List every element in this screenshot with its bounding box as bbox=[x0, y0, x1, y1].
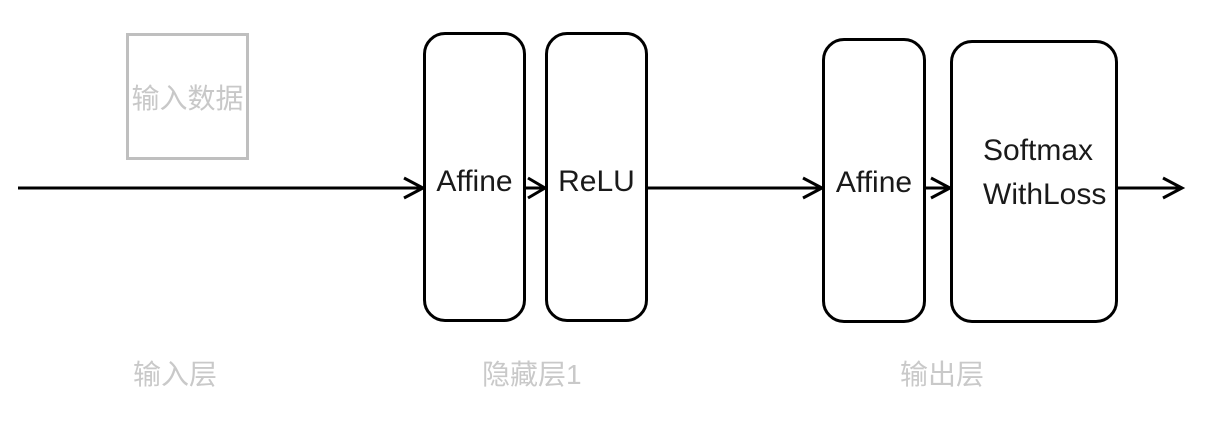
layer-label-softmax-with-loss: Softmax WithLoss bbox=[983, 129, 1106, 217]
layer-label-affine-1: Affine bbox=[436, 165, 513, 198]
layer-box-affine-2: Affine bbox=[822, 38, 926, 323]
layer-box-softmax-with-loss: Softmax WithLoss bbox=[950, 40, 1118, 323]
arrow-relu-to-affine2 bbox=[648, 176, 826, 200]
group-label-input-layer: 输入层 bbox=[133, 359, 218, 390]
group-label-hidden-layer: 隐藏层1 bbox=[482, 359, 582, 390]
layer-label-relu: ReLU bbox=[558, 165, 635, 198]
group-label-output-layer: 输出层 bbox=[900, 359, 985, 390]
arrow-affine1-to-relu bbox=[526, 176, 548, 200]
arrow-input-to-affine1 bbox=[18, 176, 427, 200]
softmax-label-line2: WithLoss bbox=[983, 178, 1107, 211]
layer-box-relu: ReLU bbox=[545, 32, 648, 322]
arrow-softmax-to-output bbox=[1118, 176, 1186, 200]
arrow-affine2-to-softmax bbox=[926, 176, 954, 200]
input-data-label: 输入数据 bbox=[131, 82, 244, 114]
input-data-box: 输入数据 bbox=[126, 33, 249, 160]
softmax-label-line1: Softmax bbox=[983, 134, 1094, 167]
layer-box-affine-1: Affine bbox=[423, 32, 526, 322]
layer-label-affine-2: Affine bbox=[835, 166, 913, 199]
